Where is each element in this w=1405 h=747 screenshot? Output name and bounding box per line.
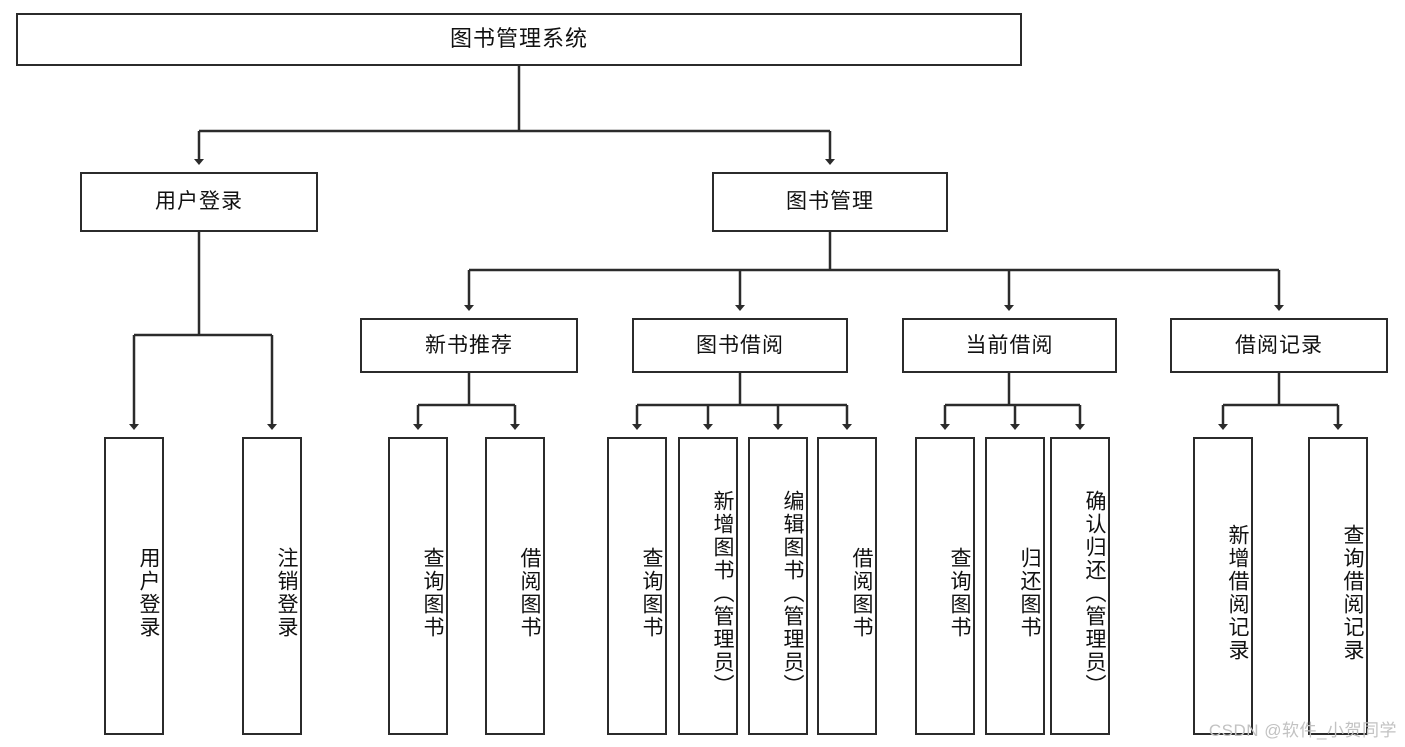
leaf-borrow-book-1[interactable]: 借阅图书 bbox=[485, 437, 545, 735]
leaf-borrow-book-2[interactable]: 借阅图书 bbox=[817, 437, 877, 735]
leaf-edit-book-label: 编辑图书（管理员） bbox=[781, 489, 804, 697]
leaf-borrow-book-1-label: 借阅图书 bbox=[518, 547, 541, 639]
leaf-user-login[interactable]: 用户登录 bbox=[104, 437, 164, 735]
leaf-add-book-label: 新增图书（管理员） bbox=[711, 489, 734, 697]
node-root[interactable]: 图书管理系统 bbox=[16, 13, 1022, 66]
node-borrow-record[interactable]: 借阅记录 bbox=[1170, 318, 1388, 373]
leaf-return-book-label: 归还图书 bbox=[1018, 547, 1041, 639]
leaf-add-record[interactable]: 新增借阅记录 bbox=[1193, 437, 1253, 735]
leaf-query-record[interactable]: 查询借阅记录 bbox=[1308, 437, 1368, 735]
leaf-return-book[interactable]: 归还图书 bbox=[985, 437, 1045, 735]
leaf-add-book[interactable]: 新增图书（管理员） bbox=[678, 437, 738, 735]
leaf-logout-label: 注销登录 bbox=[275, 547, 298, 639]
node-current-borrow-label: 当前借阅 bbox=[965, 333, 1054, 357]
leaf-query-record-label: 查询借阅记录 bbox=[1341, 524, 1364, 662]
node-book-manage-label: 图书管理 bbox=[786, 190, 874, 214]
node-borrow-record-label: 借阅记录 bbox=[1235, 333, 1323, 357]
leaf-query-book-2[interactable]: 查询图书 bbox=[607, 437, 667, 735]
leaf-confirm-return[interactable]: 确认归还（管理员） bbox=[1050, 437, 1110, 735]
node-user-login[interactable]: 用户登录 bbox=[80, 172, 318, 232]
leaf-query-book-1-label: 查询图书 bbox=[421, 547, 444, 639]
leaf-add-record-label: 新增借阅记录 bbox=[1226, 524, 1249, 662]
node-new-book-rec-label: 新书推荐 bbox=[425, 333, 513, 357]
leaf-query-book-2-label: 查询图书 bbox=[640, 547, 663, 639]
leaf-borrow-book-2-label: 借阅图书 bbox=[850, 547, 873, 639]
leaf-user-login-label: 用户登录 bbox=[137, 547, 160, 639]
node-root-label: 图书管理系统 bbox=[449, 26, 588, 52]
node-book-borrow-label: 图书借阅 bbox=[696, 333, 784, 357]
node-book-manage[interactable]: 图书管理 bbox=[712, 172, 948, 232]
node-new-book-rec[interactable]: 新书推荐 bbox=[360, 318, 578, 373]
leaf-query-book-1[interactable]: 查询图书 bbox=[388, 437, 448, 735]
node-user-login-label: 用户登录 bbox=[155, 190, 243, 214]
leaf-logout[interactable]: 注销登录 bbox=[242, 437, 302, 735]
leaf-edit-book[interactable]: 编辑图书（管理员） bbox=[748, 437, 808, 735]
node-book-borrow[interactable]: 图书借阅 bbox=[632, 318, 848, 373]
leaf-confirm-return-label: 确认归还（管理员） bbox=[1083, 489, 1106, 697]
leaf-query-book-3-label: 查询图书 bbox=[948, 547, 971, 639]
leaf-query-book-3[interactable]: 查询图书 bbox=[915, 437, 975, 735]
node-current-borrow[interactable]: 当前借阅 bbox=[902, 318, 1117, 373]
